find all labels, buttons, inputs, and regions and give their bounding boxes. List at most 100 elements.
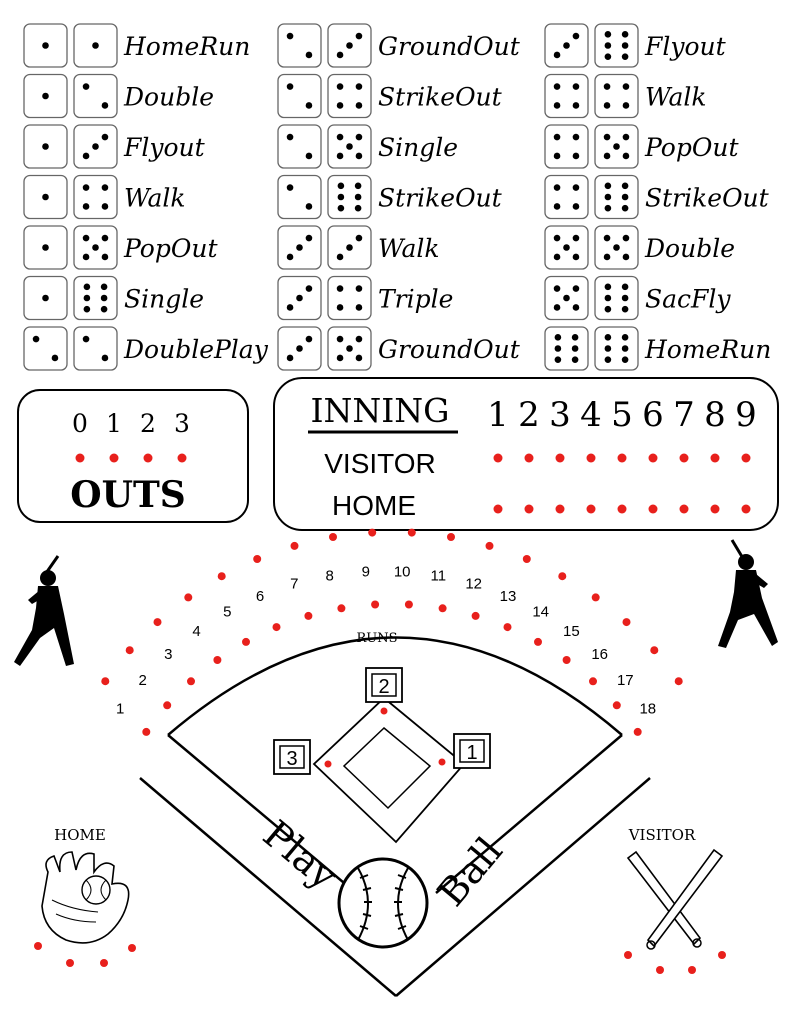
outs-marker-dot[interactable]: [177, 453, 187, 463]
home-run-dot[interactable]: [438, 604, 447, 613]
visitor-run-dot[interactable]: [125, 646, 134, 655]
home-run-dot[interactable]: [242, 637, 250, 646]
home-tally-dot[interactable]: [128, 944, 136, 952]
home-run-dot[interactable]: [589, 677, 597, 686]
runs-label: RUNS: [356, 631, 397, 646]
dice-row: Double: [23, 73, 214, 119]
outs-marker-dot[interactable]: [143, 453, 153, 463]
home-inning-dot[interactable]: [710, 504, 720, 514]
run-number: 14: [532, 604, 549, 621]
home-run-dot[interactable]: [503, 623, 512, 632]
visitor-run-dot[interactable]: [485, 541, 494, 550]
home-run-dot[interactable]: [612, 701, 621, 710]
base-2[interactable]: 2: [365, 667, 403, 703]
visitor-run-dot[interactable]: [329, 533, 337, 541]
base-runner-dot[interactable]: [438, 758, 446, 766]
die-second-icon: [594, 225, 639, 270]
visitor-run-dot[interactable]: [184, 593, 193, 602]
home-inning-dot[interactable]: [679, 504, 689, 514]
visitor-run-dot[interactable]: [622, 618, 631, 627]
visitor-run-dot[interactable]: [558, 572, 567, 581]
outs-marker-dot[interactable]: [75, 453, 85, 463]
home-run-dot[interactable]: [471, 611, 480, 620]
visitor-inning-dot[interactable]: [617, 453, 627, 463]
dice-row: SacFly: [544, 275, 731, 321]
visitor-tally-dot[interactable]: [688, 966, 696, 974]
inning-number: 2: [518, 395, 540, 435]
run-number: 18: [639, 700, 656, 717]
visitor-run-dot[interactable]: [217, 572, 226, 581]
base-number: 3: [286, 748, 297, 770]
visitor-tally-dot[interactable]: [656, 966, 664, 974]
home-inning-dot[interactable]: [586, 504, 596, 514]
visitor-run-dot[interactable]: [290, 541, 299, 550]
home-run-dot[interactable]: [272, 623, 281, 632]
run-number: 6: [256, 588, 264, 605]
visitor-run-dot[interactable]: [591, 593, 600, 602]
die-second-icon: [73, 225, 118, 270]
home-run-dot[interactable]: [142, 727, 151, 736]
home-inning-dot[interactable]: [493, 504, 503, 514]
visitor-team-label: VISITOR: [628, 826, 696, 844]
home-tally-dot[interactable]: [66, 959, 74, 967]
die-first-icon: [23, 275, 68, 321]
home-run-dot[interactable]: [404, 600, 413, 609]
visitor-inning-dot[interactable]: [710, 453, 720, 463]
home-run-dot[interactable]: [534, 637, 542, 646]
visitor-inning-dot[interactable]: [493, 453, 503, 463]
die-second-icon: [327, 275, 372, 321]
visitor-run-dot[interactable]: [522, 555, 531, 563]
home-inning-dot[interactable]: [617, 504, 627, 514]
visitor-inning-dot[interactable]: [586, 453, 596, 463]
inning-number: 1: [487, 395, 509, 435]
home-run-dot[interactable]: [187, 677, 195, 686]
home-tally-dot[interactable]: [34, 942, 42, 950]
visitor-run-dot[interactable]: [253, 555, 262, 563]
visitor-run-dot[interactable]: [368, 528, 377, 537]
visitor-inning-dot[interactable]: [648, 453, 658, 463]
visitor-run-dot[interactable]: [447, 533, 455, 541]
visitor-inning-dot[interactable]: [741, 453, 751, 463]
visitor-run-dot[interactable]: [101, 677, 110, 686]
home-inning-dot[interactable]: [524, 504, 534, 514]
outcome-label: Single: [378, 133, 458, 162]
base-runner-dot[interactable]: [324, 760, 332, 768]
die-first-icon: [277, 225, 322, 270]
home-run-dot[interactable]: [213, 656, 222, 664]
outcome-label: Walk: [645, 83, 707, 112]
home-run-dot[interactable]: [163, 701, 172, 710]
home-inning-dot[interactable]: [555, 504, 565, 514]
base-runner-dot[interactable]: [380, 707, 388, 715]
baseball-icon: [337, 857, 429, 949]
visitor-inning-dot[interactable]: [679, 453, 689, 463]
home-run-dot[interactable]: [633, 727, 642, 736]
base-1[interactable]: 1: [453, 733, 491, 769]
visitor-inning-dot[interactable]: [555, 453, 565, 463]
run-number: 7: [290, 576, 298, 593]
home-run-dot[interactable]: [371, 600, 380, 609]
batter-right-icon: [718, 539, 778, 648]
visitor-inning-dot[interactable]: [524, 453, 534, 463]
visitor-run-dot[interactable]: [153, 618, 162, 627]
base-3[interactable]: 3: [273, 739, 311, 775]
dice-row: GroundOut: [277, 326, 521, 371]
home-run-dot[interactable]: [304, 611, 313, 620]
home-run-dot[interactable]: [337, 604, 346, 613]
visitor-tally-dot[interactable]: [624, 951, 632, 959]
visitor-run-dot[interactable]: [650, 646, 659, 655]
outcome-label: DoublePlay: [123, 335, 269, 364]
die-second-icon: [594, 275, 639, 321]
inning-number: 5: [611, 395, 633, 435]
outs-marker-dot[interactable]: [109, 453, 119, 463]
home-tally-dot[interactable]: [100, 959, 108, 967]
home-inning-dot[interactable]: [648, 504, 658, 514]
visitor-tally-dot[interactable]: [718, 951, 726, 959]
pitchers-square: [342, 726, 432, 810]
home-run-dot[interactable]: [562, 656, 571, 664]
visitor-run-dot[interactable]: [407, 528, 416, 537]
home-inning-dot[interactable]: [741, 504, 751, 514]
play-word: Play: [255, 812, 346, 899]
visitor-run-dot[interactable]: [674, 677, 683, 686]
